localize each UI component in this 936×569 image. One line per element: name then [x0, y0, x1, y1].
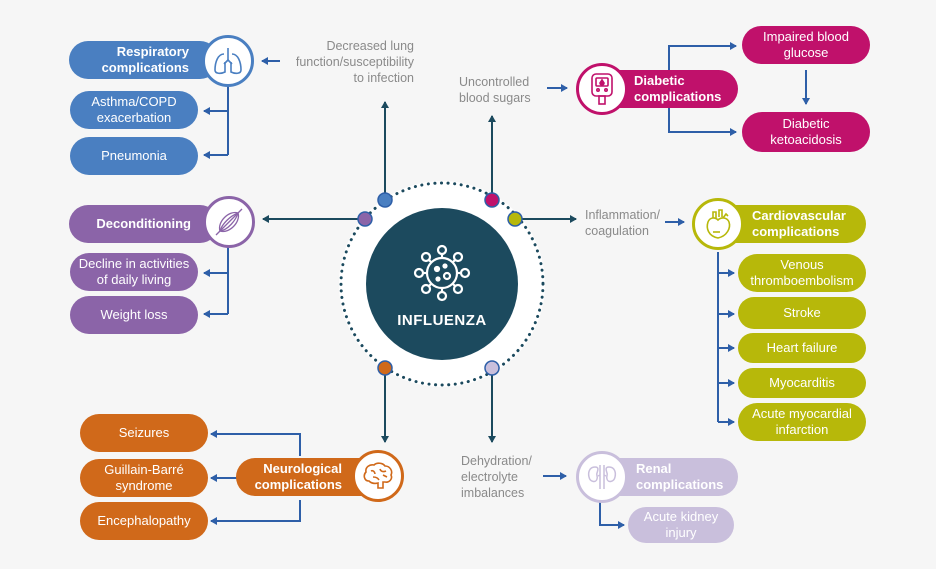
- node-respiratory: [377, 192, 393, 208]
- respiratory-child-2[interactable]: Pneumonia: [70, 137, 198, 175]
- diabetic-icon-circle: [576, 63, 628, 115]
- node-diabetic: [484, 192, 500, 208]
- pathway-label-renal: Dehydration/ electrolyte imbalances: [461, 454, 532, 500]
- cardiovascular-child-4[interactable]: Myocarditis: [738, 368, 866, 398]
- respiratory-child-1[interactable]: Asthma/COPD exacerbation: [70, 91, 198, 129]
- node-cardiovascular: [507, 211, 523, 227]
- muscle-icon: [215, 208, 243, 236]
- branch-diabetic: [668, 45, 735, 133]
- cardiovascular-child-3[interactable]: Heart failure: [738, 333, 866, 363]
- cardiovascular-child-1[interactable]: Venous thromboembolism: [738, 254, 866, 292]
- deconditioning-icon-circle: [203, 196, 255, 248]
- cardiovascular-child-2[interactable]: Stroke: [738, 297, 866, 329]
- renal-child-1[interactable]: Acute kidney injury: [628, 507, 734, 543]
- respiratory-title: Respiratory complications: [101, 44, 189, 75]
- virus-icon: [413, 244, 471, 301]
- respiratory-title-pill[interactable]: Respiratory complications: [69, 41, 219, 79]
- kidney-icon: [587, 465, 617, 489]
- neurological-title: Neurological complications: [254, 461, 342, 492]
- center-title: INFLUENZA: [397, 311, 487, 329]
- cardiovascular-icon-circle: [692, 198, 744, 250]
- deconditioning-title-pill[interactable]: Deconditioning: [69, 205, 219, 243]
- deconditioning-child-2[interactable]: Weight loss: [70, 296, 198, 334]
- neurological-icon-circle: [352, 450, 404, 502]
- pathway-label-diabetic: Uncontrolled blood sugars: [459, 75, 531, 105]
- pathway-label-cardiovascular: Inflammation/ coagulation: [585, 208, 661, 238]
- neurological-child-1[interactable]: Seizures: [80, 414, 208, 452]
- pathway-label-respiratory: Decreased lung function/susceptibility t…: [295, 39, 414, 85]
- renal-title: Renal complications: [636, 461, 724, 492]
- renal-icon-circle: [576, 451, 628, 503]
- deconditioning-child-1[interactable]: Decline in activities of daily living: [70, 253, 198, 291]
- diabetic-child-2[interactable]: Diabetic ketoacidosis: [742, 112, 870, 152]
- cardiovascular-child-5[interactable]: Acute myocardial infarction: [738, 403, 866, 441]
- node-neurological: [377, 360, 393, 376]
- branch-neurological: [212, 433, 301, 522]
- neurological-child-2[interactable]: Guillain-Barré syndrome: [80, 459, 208, 497]
- node-renal: [484, 360, 500, 376]
- glucometer-icon: [591, 73, 613, 105]
- cardiovascular-title: Cardiovascular complications: [752, 208, 846, 239]
- lungs-icon: [214, 48, 242, 75]
- diabetic-child-1[interactable]: Impaired blood glucose: [742, 26, 870, 64]
- deconditioning-title: Deconditioning: [96, 216, 191, 231]
- node-deconditioning: [357, 211, 373, 227]
- influenza-center: INFLUENZA: [366, 208, 518, 360]
- heart-icon: [706, 209, 731, 239]
- diabetic-title: Diabetic complications: [634, 73, 722, 104]
- neurological-child-3[interactable]: Encephalopathy: [80, 502, 208, 540]
- brain-icon: [363, 462, 393, 489]
- respiratory-icon-circle: [202, 35, 254, 87]
